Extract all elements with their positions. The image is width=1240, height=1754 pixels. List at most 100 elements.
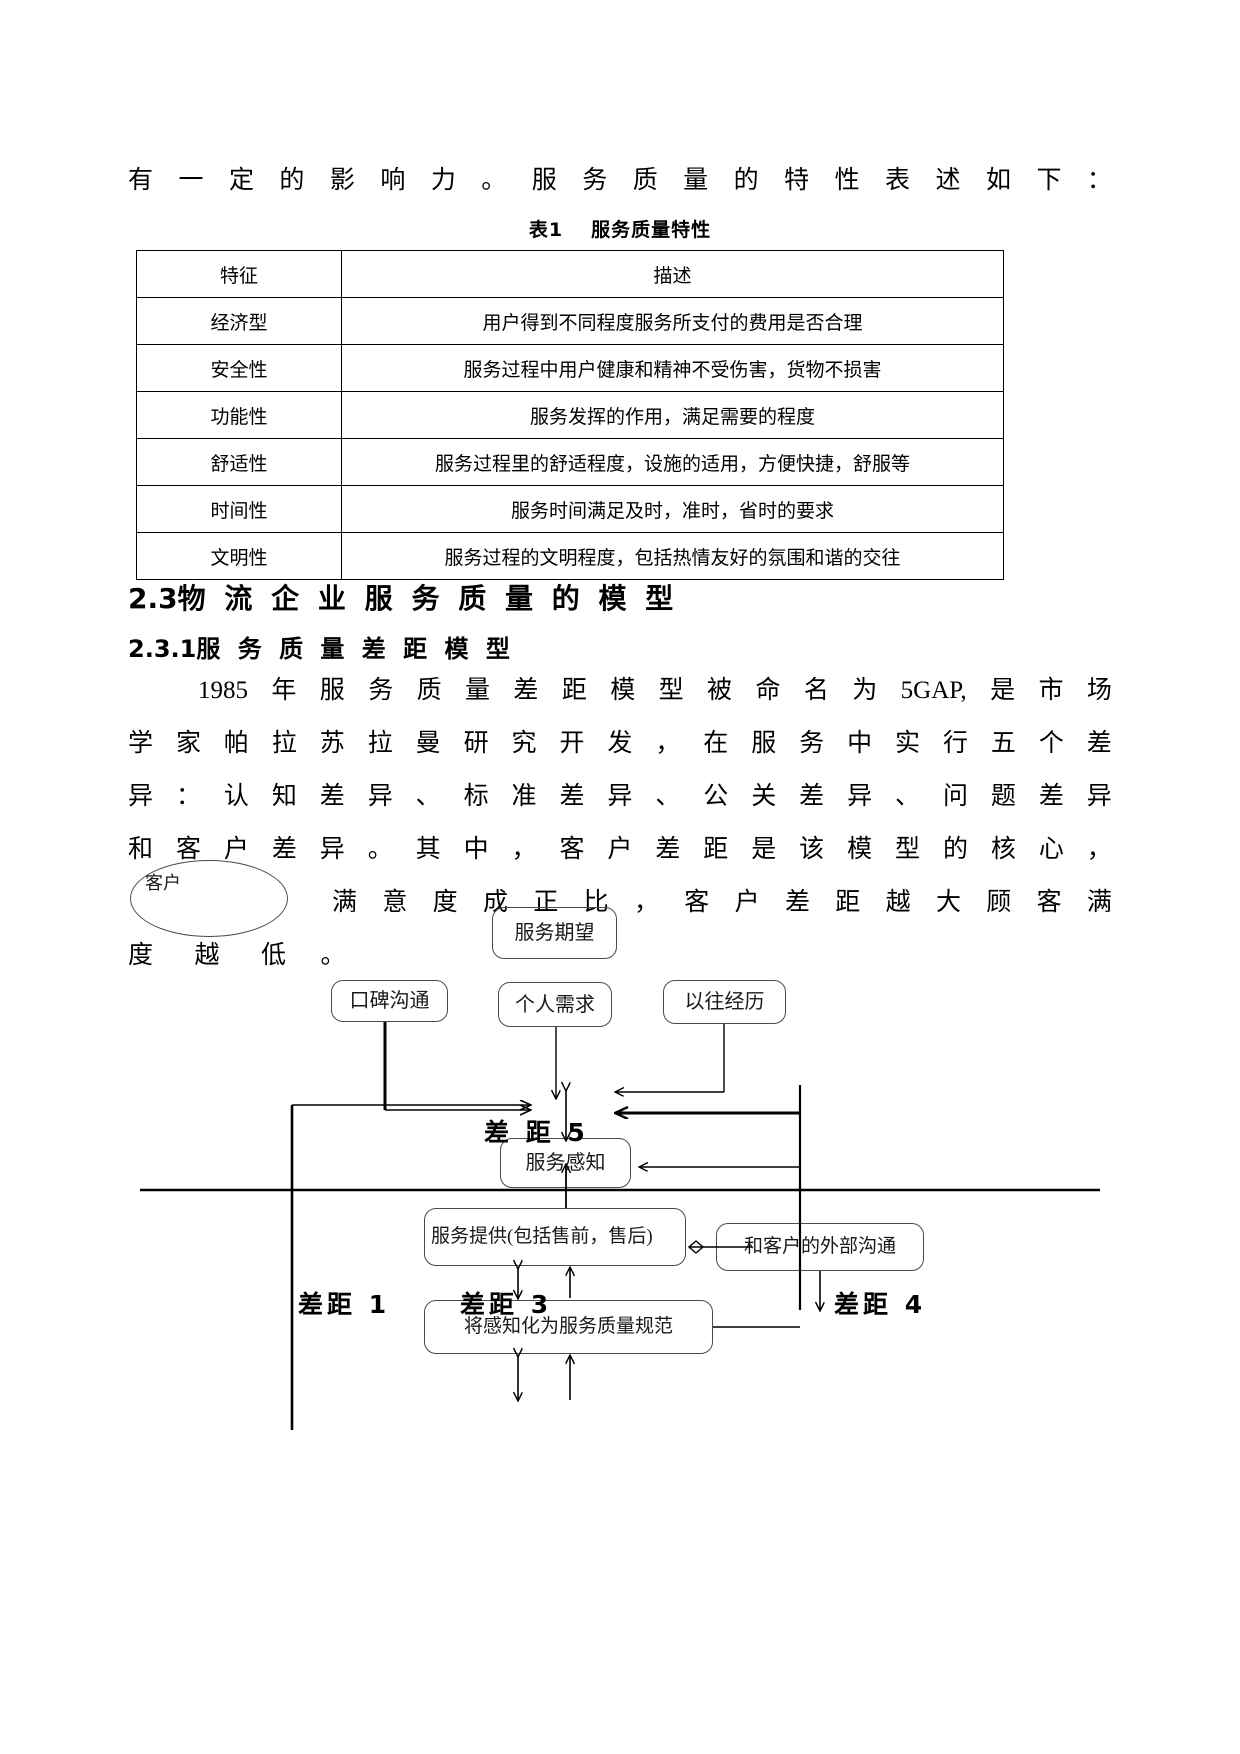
node-label: 个人需求 <box>515 993 595 1016</box>
text-char: 心 <box>1038 836 1064 863</box>
node-label: 和客户的外部沟通 <box>743 1236 896 1257</box>
heading-char: 质 <box>279 635 304 663</box>
text-char: 距 <box>835 889 861 916</box>
text-char: 异 <box>128 783 154 810</box>
text-char: 在 <box>703 730 729 757</box>
text-char: 异 <box>847 783 873 810</box>
text-char: 模 <box>847 836 873 863</box>
table-row: 安全性 服务过程中用户健康和精神不受伤害，货物不损害 <box>136 344 1004 392</box>
text-char: 发 <box>607 730 633 757</box>
text-char: 务 <box>582 167 608 194</box>
heading-char: 差 <box>361 635 386 663</box>
text-char: 题 <box>990 783 1016 810</box>
text-char: 客 <box>559 836 585 863</box>
table-cell-feature: 安全性 <box>136 344 342 392</box>
text-token: 名 <box>803 677 829 704</box>
text-char: 核 <box>990 836 1016 863</box>
text-char: 顾 <box>986 889 1012 916</box>
text-char: 的 <box>279 167 305 194</box>
node-perception-to-spec: 将感知化为服务质量规范 <box>424 1300 713 1354</box>
heading-char: 型 <box>645 582 674 615</box>
text-token: 年 <box>271 677 297 704</box>
text-char: 影 <box>329 167 355 194</box>
text-char: 特 <box>784 167 810 194</box>
node-label: 服务感知 <box>525 1152 606 1174</box>
node-label: 服务期望 <box>514 922 595 944</box>
text-char: 实 <box>895 730 921 757</box>
heading-number: 2.3 <box>128 582 178 615</box>
customer-ellipse: 客户 <box>130 860 288 937</box>
heading-char: 服 <box>196 635 221 663</box>
table-cell-feature: 时间性 <box>136 485 342 533</box>
node-past-experience: 以往经历 <box>663 980 786 1024</box>
text-char: 、 <box>655 783 681 810</box>
text-char: 该 <box>799 836 825 863</box>
text-char: 度 <box>128 942 154 969</box>
text-char: 表 <box>885 167 911 194</box>
paragraph-body-line-3: 异 ： 认 知 差 异 、 标 准 差 异 、 公 关 差 异 、 问 题 差 … <box>128 782 1112 812</box>
text-token: 量 <box>465 677 491 704</box>
text-char: 述 <box>935 167 961 194</box>
text-char: 异 <box>607 783 633 810</box>
text-char: 客 <box>684 889 710 916</box>
text-token: 质 <box>416 677 442 704</box>
node-label: 服务提供(包括售前，售后) <box>431 1226 653 1247</box>
heading-char: 量 <box>320 635 345 663</box>
text-token: 1985 <box>198 677 248 704</box>
text-char: 差 <box>655 836 681 863</box>
heading-char: 服 <box>364 582 393 615</box>
text-char: 苏 <box>319 730 345 757</box>
text-token: 市 <box>1038 677 1064 704</box>
text-char: 力 <box>430 167 456 194</box>
text-char: 度 <box>432 889 458 916</box>
text-char: 越 <box>885 889 911 916</box>
text-char: 满 <box>1086 889 1112 916</box>
heading-char: 务 <box>237 635 262 663</box>
table-header-row: 特征 描述 <box>136 250 1004 298</box>
text-char: 行 <box>942 730 968 757</box>
heading-char: 距 <box>403 635 428 663</box>
text-token: 是 <box>990 677 1016 704</box>
heading-char: 型 <box>485 635 510 663</box>
text-char: 服 <box>751 730 777 757</box>
text-char: 的 <box>733 167 759 194</box>
table-row: 时间性 服务时间满足及时，准时，省时的要求 <box>136 485 1004 533</box>
text-char: 标 <box>463 783 489 810</box>
text-token: 场 <box>1086 677 1112 704</box>
text-char: 定 <box>228 167 254 194</box>
text-char: 质 <box>632 167 658 194</box>
table-cell-description: 服务过程中用户健康和精神不受伤害，货物不损害 <box>341 344 1004 392</box>
text-char: 其 <box>415 836 441 863</box>
table-cell-feature: 文明性 <box>136 532 342 580</box>
text-char: 差 <box>271 836 297 863</box>
text-token: 型 <box>658 677 684 704</box>
paragraph-body-line-5: 满 意 度 成 正 比 ， 客 户 差 距 越 大 顾 客 满 <box>332 888 1112 918</box>
text-char: 服 <box>531 167 557 194</box>
heading-char: 模 <box>598 582 627 615</box>
text-char: 问 <box>942 783 968 810</box>
node-personal-needs: 个人需求 <box>498 982 612 1027</box>
text-char: 响 <box>380 167 406 194</box>
gap-label-4: 差距 4 <box>834 1290 927 1319</box>
heading-char: 量 <box>504 582 533 615</box>
table-caption-number: 表1 <box>528 219 564 241</box>
text-char: ： <box>175 783 201 810</box>
text-char: 比 <box>583 889 609 916</box>
gap-label-5: 差 距 5 <box>484 1118 589 1147</box>
text-char: 户 <box>607 836 633 863</box>
text-char: 型 <box>895 836 921 863</box>
text-char: 准 <box>511 783 537 810</box>
table-row: 舒适性 服务过程里的舒适程度，设施的适用，方便快捷，舒服等 <box>136 438 1004 486</box>
node-label: 口碑沟通 <box>349 990 430 1012</box>
text-char: ： <box>1086 167 1112 194</box>
paragraph-top-line: 有 一 定 的 影 响 力 。 服 务 质 量 的 特 性 表 述 如 下 ： <box>128 166 1112 196</box>
text-char: 异 <box>1086 783 1112 810</box>
text-char: 差 <box>799 783 825 810</box>
heading-2-3: 2.3物 流 企 业 服 务 质 量 的 模 型 <box>128 577 673 617</box>
paragraph-body-line-1: 1985 年 服 务 质 量 差 距 模 型 被 命 名 为 5GAP, 是 市… <box>198 676 1112 706</box>
text-char: 满 <box>332 889 358 916</box>
text-token: 模 <box>610 677 636 704</box>
text-char: 关 <box>751 783 777 810</box>
text-char: 差 <box>1038 783 1064 810</box>
